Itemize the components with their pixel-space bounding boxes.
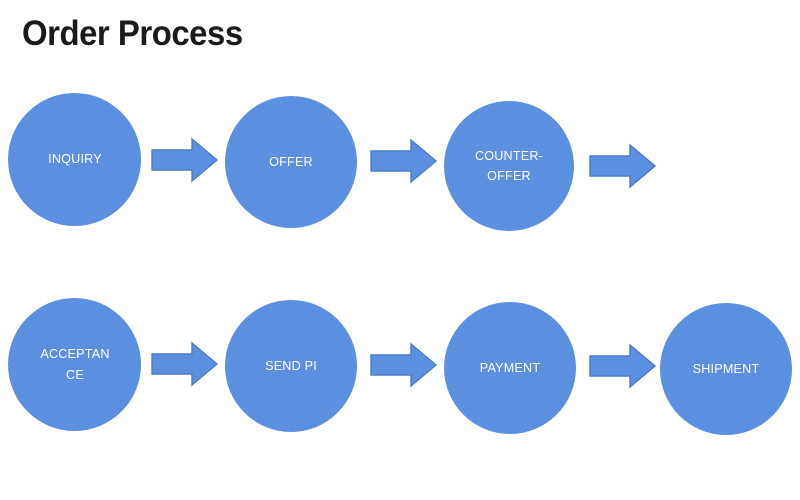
process-node-label: OFFER xyxy=(269,153,313,169)
process-node-shipment[interactable]: SHIPMENT xyxy=(660,303,792,435)
flow-arrow-continuation xyxy=(589,143,657,189)
flow-arrow xyxy=(370,342,438,388)
process-node-acceptance[interactable]: ACCEPTANCE xyxy=(8,298,141,431)
process-node-counter-offer[interactable]: COUNTER-OFFER xyxy=(444,101,574,231)
process-node-send-pi[interactable]: SEND PI xyxy=(225,300,357,432)
flow-arrow xyxy=(589,343,657,389)
page-title: Order Process xyxy=(22,14,243,53)
process-node-label: SEND PI xyxy=(265,357,317,373)
process-node-label: SHIPMENT xyxy=(692,360,760,376)
process-node-offer[interactable]: OFFER xyxy=(225,96,357,228)
process-node-label: ACCEPTANCE xyxy=(39,346,110,382)
flow-arrow xyxy=(151,137,219,183)
process-node-label: COUNTER-OFFER xyxy=(474,147,544,183)
process-node-inquiry[interactable]: INQUIRY xyxy=(8,93,141,226)
process-node-payment[interactable]: PAYMENT xyxy=(444,302,576,434)
flow-arrow xyxy=(370,138,438,184)
process-node-label: PAYMENT xyxy=(479,359,541,375)
process-node-label: INQUIRY xyxy=(47,151,102,167)
flow-arrow xyxy=(151,341,219,387)
